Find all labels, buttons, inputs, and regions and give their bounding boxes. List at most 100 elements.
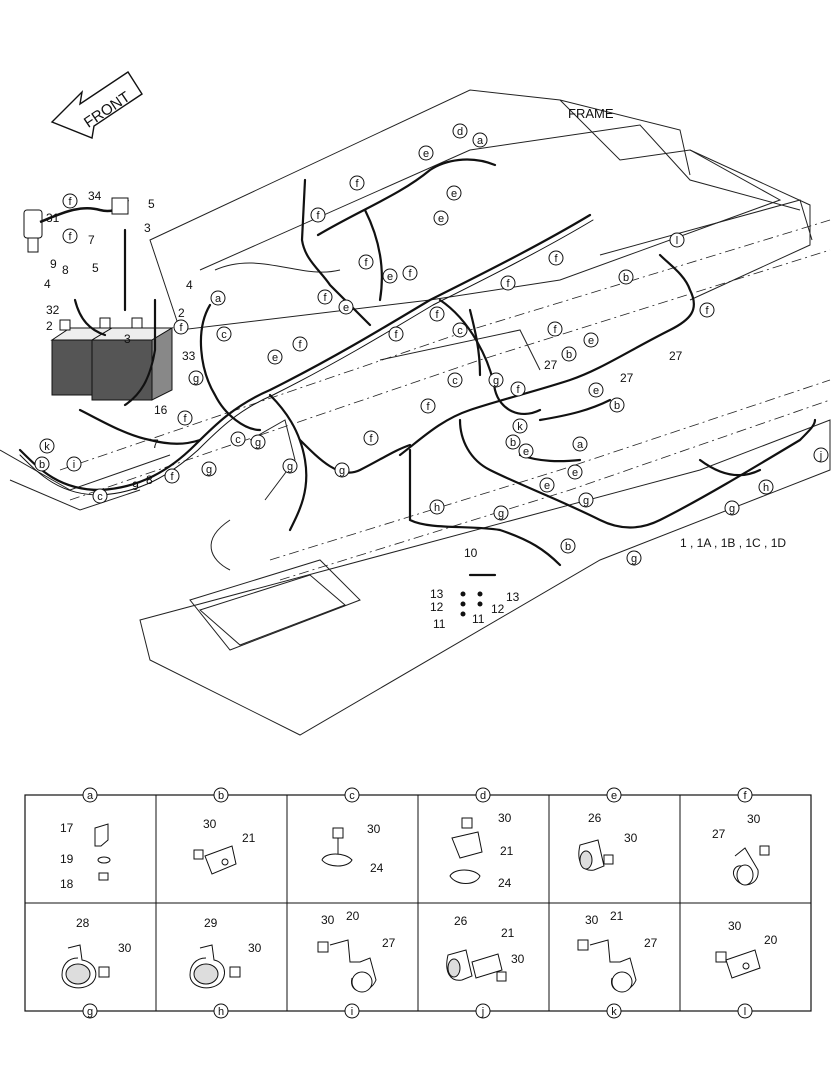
clip-callout-g: g xyxy=(724,500,740,516)
clip-callout-g: g xyxy=(250,434,266,450)
clip-callout-letter: l xyxy=(676,235,678,247)
part-33: 33 xyxy=(182,349,196,363)
clip-callout-letter: e xyxy=(544,480,550,492)
clip-callout-c: c xyxy=(216,326,232,342)
clip-callout-letter: k xyxy=(44,441,50,453)
clip-callout-e: e xyxy=(382,268,398,284)
detail-letter-text: d xyxy=(480,790,486,802)
clip-callout-e: e xyxy=(446,185,462,201)
clip-callout-letter: f xyxy=(298,339,302,351)
detail-a-17: 17 xyxy=(60,821,74,835)
clip-callout-f: f xyxy=(358,254,374,270)
clip-callout-b: b xyxy=(609,397,625,413)
clip-callout-d: d xyxy=(452,123,468,139)
detail-letter-e: e xyxy=(606,787,622,803)
clip-callout-letter: h xyxy=(763,482,769,494)
part-9b: 9 xyxy=(132,479,139,493)
detail-j-26: 26 xyxy=(454,914,468,928)
part-7a: 7 xyxy=(88,233,95,247)
clip-callout-letter: f xyxy=(426,401,430,413)
clip-callout-letter: k xyxy=(517,421,523,433)
clip-callout-letter: f xyxy=(183,413,187,425)
clip-callout-b: b xyxy=(34,456,50,472)
clip-callout-letter: f xyxy=(705,305,709,317)
clip-callout-letter: e xyxy=(593,385,599,397)
detail-d-30: 30 xyxy=(498,811,512,825)
clip-callout-f: f xyxy=(317,289,333,305)
clip-callout-f: f xyxy=(349,175,365,191)
clip-callout-g: g xyxy=(334,462,350,478)
detail-letter-l: l xyxy=(737,1003,753,1019)
clip-callout-f: f xyxy=(510,381,526,397)
clip-callout-c: c xyxy=(452,322,468,338)
detail-d-24: 24 xyxy=(498,876,512,890)
clip-callout-letter: e xyxy=(272,352,278,364)
hardware-stack xyxy=(460,591,483,617)
detail-i-27: 27 xyxy=(382,936,396,950)
detail-l-20: 20 xyxy=(764,933,778,947)
clip-callout-letter: e xyxy=(438,213,444,225)
clip-callout-e: e xyxy=(583,332,599,348)
clip-callout-letter: g xyxy=(631,553,637,565)
part-12b: 12 xyxy=(491,602,505,616)
detail-i-20: 20 xyxy=(346,909,360,923)
part-27b: 27 xyxy=(669,349,683,363)
clip-callout-letter: f xyxy=(408,268,412,280)
clip-callout-letter: g xyxy=(287,461,293,473)
clip-callout-c: c xyxy=(230,431,246,447)
detail-letter-i: i xyxy=(344,1003,360,1019)
clip-callout-letter: c xyxy=(235,434,241,446)
detail-letter-text: g xyxy=(87,1006,93,1018)
clip-callout-e: e xyxy=(567,464,583,480)
clip-callout-b: b xyxy=(505,434,521,450)
clip-callout-letter: c xyxy=(452,375,458,387)
part-4a: 4 xyxy=(44,277,51,291)
clip-callout-f: f xyxy=(388,326,404,342)
clip-callout-letter: e xyxy=(387,271,393,283)
part-34: 34 xyxy=(88,189,102,203)
frame-label: FRAME xyxy=(568,106,614,121)
clip-callout-letter: f xyxy=(435,309,439,321)
part-11a: 11 xyxy=(433,617,446,631)
clip-callout-letter: b xyxy=(614,400,620,412)
clip-callout-letter: b xyxy=(566,349,572,361)
clip-callout-letter: b xyxy=(510,437,516,449)
detail-a-18: 18 xyxy=(60,877,74,891)
clip-callout-letter: f xyxy=(554,253,558,265)
detail-letter-text: l xyxy=(744,1006,746,1018)
detail-letter-text: b xyxy=(218,790,224,802)
detail-k-27: 27 xyxy=(644,936,658,950)
battery-right xyxy=(91,339,153,401)
clip-detail-table: 17 19 18 30 21 30 24 30 21 24 26 30 30 2… xyxy=(24,787,812,1019)
clip-callout-j: j xyxy=(813,447,829,463)
clip-callout-f: f xyxy=(62,228,78,244)
detail-letter-b: b xyxy=(213,787,229,803)
part-5a: 5 xyxy=(148,197,155,211)
clip-callout-f: f xyxy=(548,250,564,266)
clip-callout-letter: e xyxy=(451,188,457,200)
detail-g-30: 30 xyxy=(118,941,132,955)
detail-letter-c: c xyxy=(344,787,360,803)
detail-letter-f: f xyxy=(737,787,753,803)
harness-callout: 1 , 1A , 1B , 1C , 1D xyxy=(680,536,786,550)
vehicle-frame xyxy=(0,89,831,736)
clip-callout-letter: f xyxy=(364,257,368,269)
clip-callout-letter: f xyxy=(516,384,520,396)
clip-callout-letter: g xyxy=(729,503,735,515)
detail-h-29: 29 xyxy=(204,916,218,930)
frame-centerlines xyxy=(59,219,831,581)
clip-callout-letter: a xyxy=(577,439,584,451)
part-7b: 7 xyxy=(152,437,159,451)
detail-c-24: 24 xyxy=(370,861,384,875)
detail-letter-text: j xyxy=(481,1006,484,1018)
part-11b: 11 xyxy=(472,612,485,626)
clip-callout-g: g xyxy=(188,370,204,386)
clip-callout-f: f xyxy=(429,306,445,322)
clip-callout-letter: h xyxy=(434,502,440,514)
detail-letter-h: h xyxy=(213,1003,229,1019)
clip-callout-f: f xyxy=(420,398,436,414)
part-3b: 3 xyxy=(124,332,131,346)
